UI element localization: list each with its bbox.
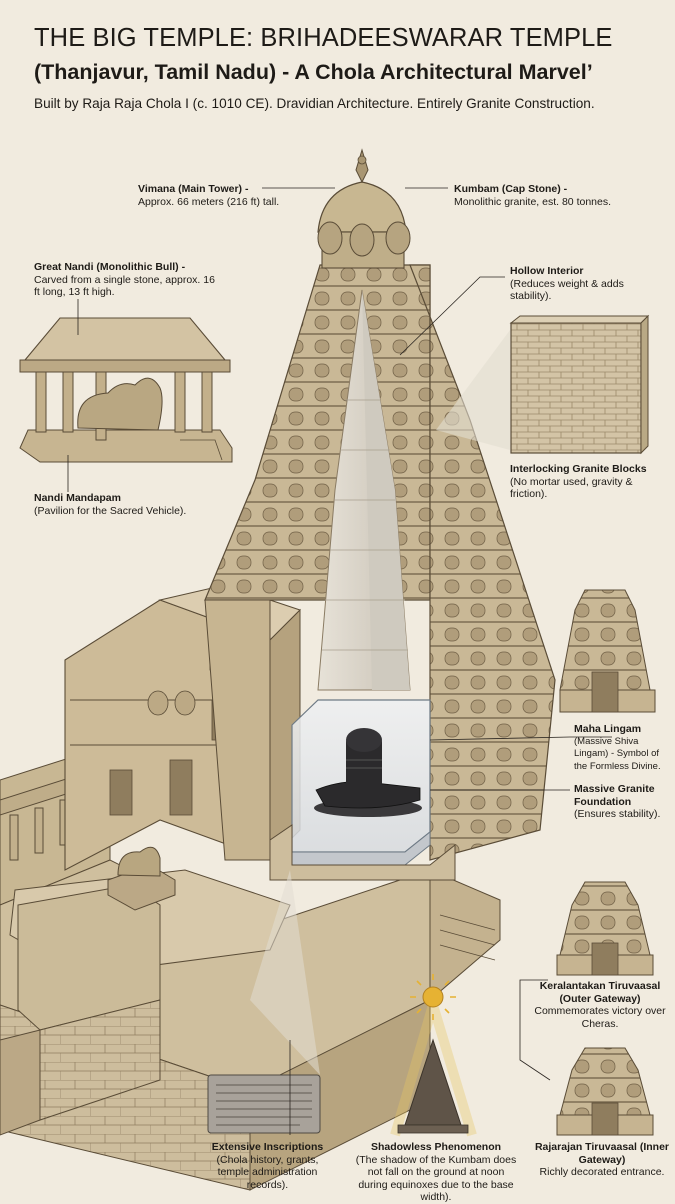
label-inscriptions-desc: (Chola history, grants, temple administr…: [216, 1153, 319, 1191]
vimana-tower: [204, 148, 556, 881]
label-maha-lingam: Maha Lingam (Massive Shiva Lingam) - Sym…: [574, 723, 670, 773]
label-keralantakan-desc: Commemorates victory over Cheras.: [534, 1005, 666, 1030]
label-kumbam: Kumbam (Cap Stone) - Monolithic granite,…: [454, 183, 659, 208]
label-vimana-title: Vimana (Main Tower) -: [138, 183, 249, 195]
label-mandapam-title: Nandi Mandapam: [34, 492, 121, 504]
label-rajarajan-desc: Richly decorated entrance.: [539, 1166, 665, 1178]
label-rajarajan: Rajarajan Tiruvaasal (Inner Gateway) Ric…: [534, 1141, 670, 1179]
rajarajan-gopuram: [556, 1047, 654, 1136]
label-keralantakan: Keralantakan Tiruvaasal (Outer Gateway) …: [530, 980, 670, 1030]
label-vimana-desc: Approx. 66 meters (216 ft) tall.: [138, 195, 280, 208]
label-kumbam-title: Kumbam (Cap Stone) -: [454, 183, 568, 195]
label-kumbam-desc: Monolithic granite, est. 80 tonnes.: [454, 195, 612, 208]
label-hollow-desc: (Reduces weight & adds stability).: [510, 277, 624, 303]
label-vimana: Vimana (Main Tower) - Approx. 66 meters …: [138, 183, 338, 208]
page-subtitle: Built by Raja Raja Chola I (c. 1010 CE).…: [34, 96, 595, 111]
courtyard-nandi: [107, 846, 176, 911]
shadowless-diagram: [390, 974, 477, 1137]
label-foundation-title: Massive Granite Foundation: [574, 783, 655, 808]
label-lingam-desc: (Massive Shiva Lingam) - Symbol of the F…: [574, 735, 661, 772]
keralantakan-gopuram: [556, 881, 654, 976]
label-nandi-mandapam: Nandi Mandapam (Pavilion for the Sacred …: [34, 492, 224, 517]
label-hollow-interior: Hollow Interior (Reduces weight & adds s…: [510, 265, 650, 303]
label-shadowless-desc: (The shadow of the Kumbam does not fall …: [355, 1153, 517, 1204]
page-title: THE BIG TEMPLE: BRIHADEESWARAR TEMPLE: [34, 24, 613, 52]
nandi-mandapam-pavilion: [19, 317, 233, 463]
label-inscriptions-title: Extensive Inscriptions: [211, 1141, 324, 1153]
label-mandapam-desc: (Pavilion for the Sacred Vehicle).: [34, 504, 187, 517]
label-blocks-desc: (No mortar used, gravity & friction).: [510, 475, 633, 501]
gopuram-right-top: [559, 589, 656, 713]
label-keralantakan-title: Keralantakan Tiruvaasal (Outer Gateway): [539, 980, 661, 1005]
sun-icon: [422, 986, 444, 1008]
label-foundation-desc: (Ensures stability).: [574, 808, 661, 820]
label-foundation: Massive Granite Foundation (Ensures stab…: [574, 783, 670, 821]
label-hollow-title: Hollow Interior: [510, 265, 584, 277]
label-shadowless-title: Shadowless Phenomenon: [370, 1141, 502, 1153]
label-rajarajan-title: Rajarajan Tiruvaasal (Inner Gateway): [534, 1141, 670, 1166]
label-nandi-desc: Carved from a single stone, approx. 16 f…: [34, 273, 215, 299]
outer-enclosure: [0, 744, 501, 1191]
label-granite-blocks: Interlocking Granite Blocks (No mortar u…: [510, 463, 660, 501]
label-shadowless: Shadowless Phenomenon (The shadow of the…: [352, 1141, 520, 1204]
label-inscriptions: Extensive Inscriptions (Chola history, g…: [200, 1141, 335, 1191]
label-nandi: Great Nandi (Monolithic Bull) - Carved f…: [34, 261, 219, 299]
page-title-secondary: (Thanjavur, Tamil Nadu) - A Chola Archit…: [34, 60, 593, 84]
inscription-stone: [207, 870, 321, 1134]
leader-lines: [67, 187, 612, 1135]
granite-blocks-detail: [436, 314, 650, 455]
label-blocks-title: Interlocking Granite Blocks: [510, 463, 647, 475]
label-lingam-title: Maha Lingam: [574, 723, 642, 735]
maha-lingam: [314, 728, 422, 817]
label-nandi-title: Great Nandi (Monolithic Bull) -: [34, 261, 186, 273]
